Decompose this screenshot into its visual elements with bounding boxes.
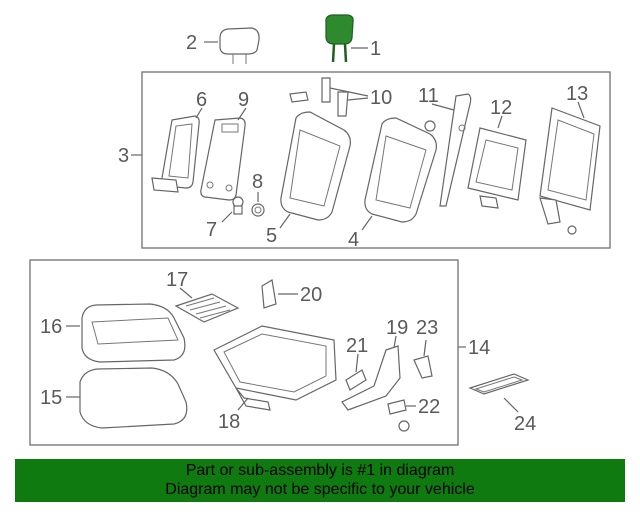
notice-line-1: Part or sub-assembly is #1 in diagram [185, 462, 455, 479]
part-19-side-shield[interactable] [341, 345, 401, 411]
part-1-headrest-highlighted[interactable] [325, 14, 354, 63]
callout-1: 1 [370, 38, 381, 60]
part-12-back-frame[interactable] [467, 127, 527, 209]
part-4-seatback-pad[interactable] [364, 117, 437, 223]
callout-6: 6 [196, 89, 207, 111]
part-23-bracket[interactable] [413, 355, 433, 379]
notice-line-2: Diagram may not be specific to your vehi… [165, 481, 475, 498]
callout-2: 2 [186, 32, 197, 54]
callout-9: 9 [238, 89, 249, 111]
part-13-rear-panel[interactable] [539, 107, 601, 235]
part-small-block[interactable] [151, 177, 179, 193]
callout-12: 12 [490, 97, 512, 119]
part-17-mat[interactable] [174, 293, 240, 323]
callout-24: 24 [514, 413, 536, 435]
part-15-cushion-pad[interactable] [79, 367, 188, 429]
lower-assembly-box [29, 259, 459, 446]
part-24-trim-strip[interactable] [468, 373, 530, 395]
part-2-headrest[interactable] [219, 27, 260, 64]
part-6-side-pad[interactable] [161, 115, 200, 189]
callout-11: 11 [418, 85, 439, 107]
callout-3: 3 [118, 145, 129, 167]
part-10-guides[interactable] [289, 77, 349, 117]
callout-8: 8 [252, 171, 263, 193]
callout-21: 21 [346, 335, 368, 357]
part-8-plug[interactable] [251, 203, 265, 217]
part-7-bolt[interactable] [232, 196, 244, 215]
notice-banner: Part or sub-assembly is #1 in diagram Di… [15, 459, 625, 502]
callout-7: 7 [206, 219, 217, 241]
part-11-rod[interactable] [424, 93, 472, 207]
part-16-cushion-cover[interactable] [81, 303, 186, 363]
callout-10: 10 [370, 87, 392, 109]
callout-17: 17 [166, 269, 188, 291]
callout-19: 19 [386, 317, 408, 339]
part-22-clip[interactable] [387, 399, 410, 432]
part-20-clip[interactable] [261, 279, 277, 309]
callout-18: 18 [218, 411, 240, 433]
callout-23: 23 [416, 317, 438, 339]
callout-4: 4 [348, 229, 359, 251]
part-18-cushion-frame[interactable] [213, 325, 337, 411]
callout-15: 15 [40, 387, 62, 409]
callout-16: 16 [40, 316, 62, 338]
part-9-frame-panel[interactable] [200, 117, 246, 201]
upper-assembly-box [141, 71, 611, 249]
callout-13: 13 [566, 83, 588, 105]
callout-5: 5 [266, 225, 277, 247]
part-21-bracket[interactable] [345, 369, 367, 391]
part-5-seatback-cover[interactable] [280, 111, 351, 221]
callout-22: 22 [418, 396, 440, 418]
callout-14: 14 [468, 337, 490, 359]
callout-20: 20 [300, 284, 322, 306]
